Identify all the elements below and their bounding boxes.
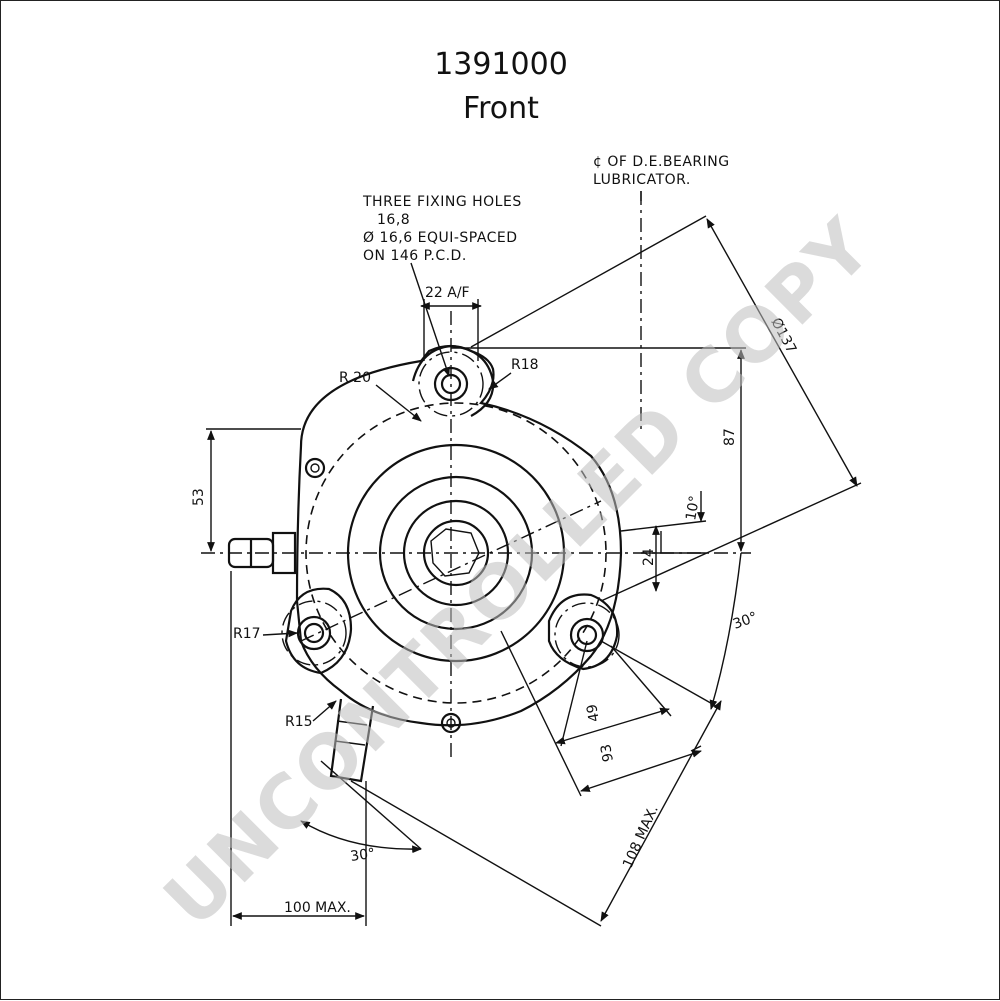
uncontrolled-copy-watermark: UNCONTROLLED COPY xyxy=(148,202,889,943)
bearing-note-line2: LUBRICATOR. xyxy=(593,172,691,188)
dim-24: 24 xyxy=(641,548,657,566)
cable-lower xyxy=(329,698,375,783)
holes-note-line3: Ø 16,6 EQUI-SPACED xyxy=(363,230,518,246)
bearing-note-line1: ¢ OF D.E.BEARING xyxy=(593,154,730,170)
dim-100-max: 100 MAX. xyxy=(284,900,351,916)
dim-r15: R15 xyxy=(285,714,313,730)
centre-lines xyxy=(201,191,751,761)
holes-note-line4: ON 146 P.C.D. xyxy=(363,248,467,264)
fixing-hole-right xyxy=(554,602,620,668)
dim-angle-10: 10° xyxy=(683,494,703,521)
dim-r17: R17 xyxy=(233,626,261,642)
view-title: Front xyxy=(463,91,539,126)
dim-53: 53 xyxy=(191,488,207,506)
small-bolt-left xyxy=(304,457,326,479)
starter-body-outline xyxy=(284,344,623,727)
dim-r20: R 20 xyxy=(339,370,371,386)
dim-angle-30-right: 30° xyxy=(731,609,760,633)
dim-93: 93 xyxy=(598,743,617,763)
dim-108-max: 108 MAX. xyxy=(620,803,662,871)
holes-note-line1: THREE FIXING HOLES xyxy=(362,194,522,210)
dim-49: 49 xyxy=(584,703,603,723)
dim-angle-30-bottom: 30° xyxy=(349,846,376,865)
dim-r18: R18 xyxy=(511,357,539,373)
dim-87: 87 xyxy=(722,428,738,446)
dim-22-af: 22 A/F xyxy=(425,285,470,301)
part-number-title: 1391000 xyxy=(434,47,568,82)
fixing-hole-left xyxy=(281,600,347,666)
dimension-lines xyxy=(206,191,862,927)
holes-note-line2: 16,8 xyxy=(377,212,410,228)
